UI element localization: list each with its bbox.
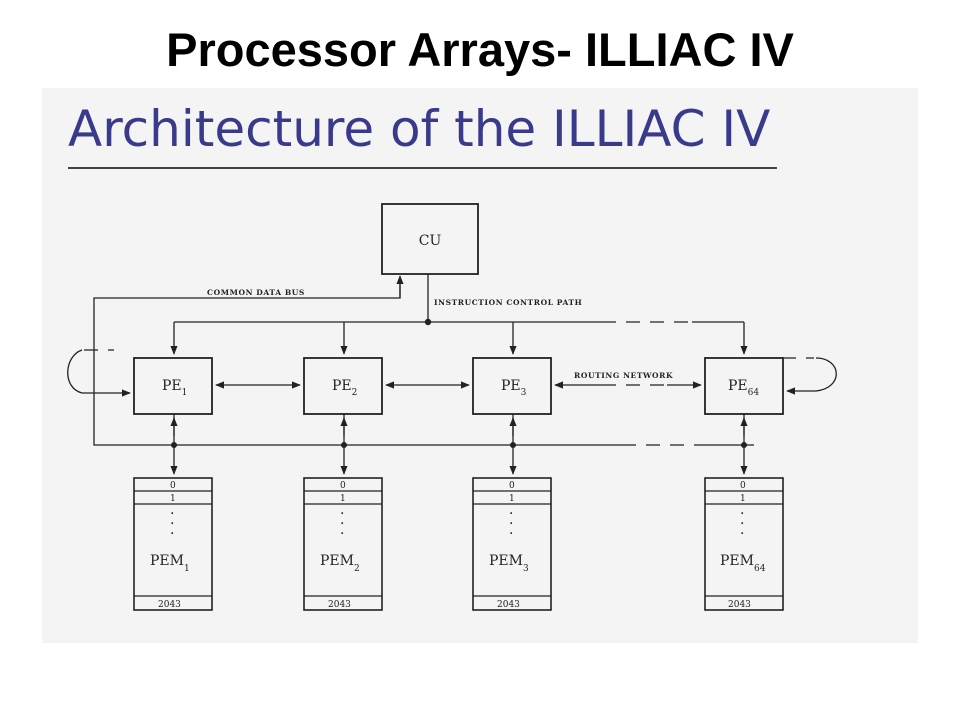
svg-text:·: · [740,506,744,522]
junction-3 [510,442,516,448]
svg-text:1: 1 [509,494,515,504]
svg-text:0: 0 [740,481,746,491]
svg-text:0: 0 [170,481,176,491]
pe-1-box [133,357,213,415]
svg-text:·: · [509,506,513,522]
control-unit-label: CU [419,233,442,249]
pe-2-box [303,357,383,415]
junction-2 [341,442,347,448]
routing-network-label: ROUTING NETWORK [574,371,673,380]
svg-text:·: · [740,526,744,542]
pe-2-label: PE2 [332,378,357,398]
svg-text:·: · [170,516,174,532]
svg-text:·: · [340,516,344,532]
control-unit-box [381,203,479,275]
svg-text:PEM3: PEM3 [489,553,529,574]
svg-text:·: · [170,526,174,542]
svg-text:2043: 2043 [328,600,351,610]
svg-text:1: 1 [170,494,176,504]
pe-3-box [472,357,552,415]
wrap-loop-right [786,357,837,395]
junction-64 [741,442,747,448]
svg-text:2043: 2043 [497,600,520,610]
svg-text:·: · [340,506,344,522]
svg-text:0: 0 [509,481,515,491]
svg-text:1: 1 [740,494,746,504]
architecture-diagram: Architecture of the ILLIAC IV CU COMMON … [67,100,837,611]
svg-text:PEM2: PEM2 [320,553,360,574]
svg-text:2043: 2043 [728,600,751,610]
pem-1: 0 1 · · · PEM1 2043 [133,477,213,611]
pe-64-label: PE64 [728,378,759,398]
junction-1 [171,442,177,448]
svg-text:2043: 2043 [158,600,181,610]
pe-3-label: PE3 [501,378,527,398]
svg-text:PEM1: PEM1 [150,553,190,574]
instruction-control-path-label: INSTRUCTION CONTROL PATH [434,298,582,307]
figure-heading: Architecture of the ILLIAC IV [68,100,770,158]
slide-title: Processor Arrays- ILLIAC IV [166,23,794,76]
pem-64: 0 1 · · · PEM64 2043 [704,477,784,611]
pe-64-box [704,357,784,415]
svg-text:PEM64: PEM64 [720,553,766,574]
svg-text:·: · [509,516,513,532]
common-data-bus-label: COMMON DATA BUS [207,288,305,297]
svg-text:0: 0 [340,481,346,491]
pem-3: 0 1 · · · PEM3 2043 [472,477,552,611]
pe-1-label: PE1 [162,378,187,398]
pem-2: 0 1 · · · PEM2 2043 [303,477,383,611]
svg-text:·: · [740,516,744,532]
wrap-loop-left [67,349,131,397]
svg-text:·: · [509,526,513,542]
architecture-figure: Architecture of the ILLIAC IV CU COMMON … [42,88,918,643]
svg-text:·: · [340,526,344,542]
svg-text:·: · [170,506,174,522]
svg-text:1: 1 [340,494,346,504]
